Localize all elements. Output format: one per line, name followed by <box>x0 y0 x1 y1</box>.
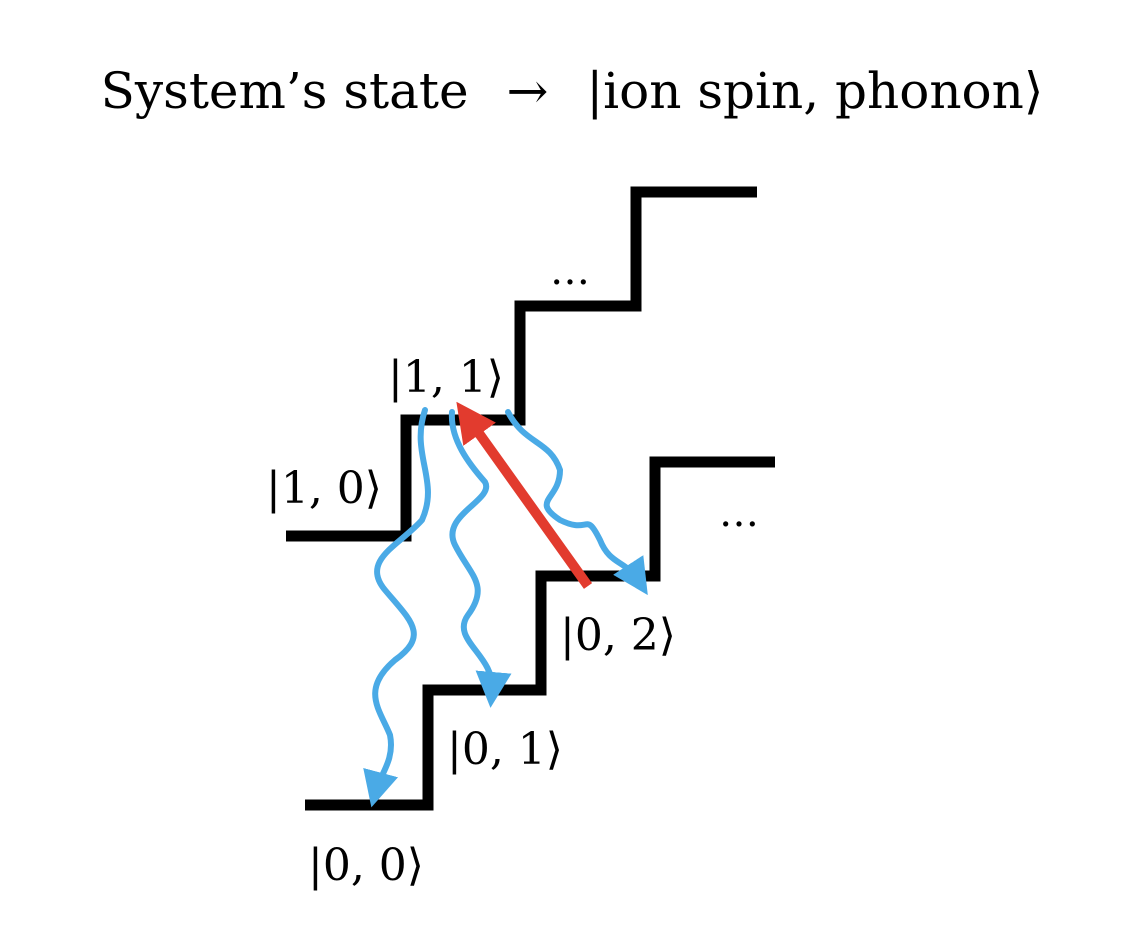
decay-arrow-to-0-2 <box>505 409 648 596</box>
title: System’s state → |ion spin, phonon⟩ <box>101 62 1044 120</box>
title-left: System’s state <box>101 62 469 120</box>
decay-arrow-to-0-1 <box>448 409 512 708</box>
state-label-1-0: |1, 0⟩ <box>266 463 382 514</box>
state-label-0-2: |0, 2⟩ <box>560 610 676 661</box>
decay-arrow-to-0-0 <box>363 407 431 808</box>
ellipsis-lower: … <box>719 490 765 536</box>
title-right: |ion spin, phonon⟩ <box>586 62 1043 120</box>
ladder-spin-up <box>286 186 757 542</box>
excitation-arrow <box>456 401 593 589</box>
state-label-0-1: |0, 1⟩ <box>447 724 563 775</box>
ellipsis-upper: … <box>550 248 596 294</box>
title-arrow: → <box>507 62 549 120</box>
state-label-0-0: |0, 0⟩ <box>308 840 424 891</box>
state-label-1-1: |1, 1⟩ <box>388 352 504 403</box>
ladder-spin-down <box>305 456 775 811</box>
